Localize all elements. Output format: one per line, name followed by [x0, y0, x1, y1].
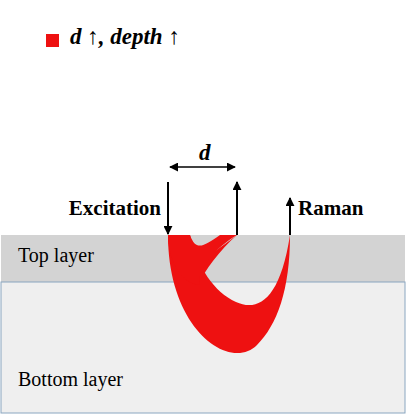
layer-label: Top layer — [18, 244, 94, 267]
distance-label: d — [199, 140, 211, 166]
layer-band: Top layer — [0, 235, 406, 282]
layer-label: Bottom layer — [18, 368, 123, 391]
raman-arrow — [236, 182, 238, 235]
deep-raman-path — [168, 235, 290, 353]
shallow-raman-fill — [168, 235, 237, 285]
shallow-raman-path — [168, 235, 237, 285]
excitation-label: Excitation — [69, 196, 161, 221]
excitation-arrow — [167, 182, 169, 234]
distance-arrow — [170, 166, 235, 168]
layer-band: Bottom layer — [0, 282, 406, 414]
legend-swatch — [46, 34, 59, 47]
raman-label: Raman — [298, 196, 363, 221]
legend-text: d ↑, depth ↑ — [70, 24, 180, 50]
raman-arrow — [289, 198, 291, 235]
